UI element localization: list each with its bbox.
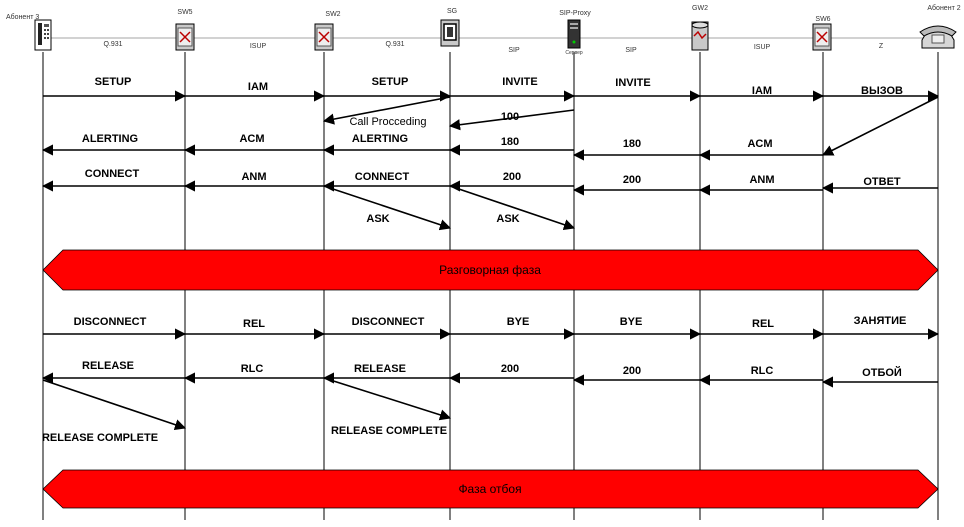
- message-label: RELEASE: [354, 363, 406, 375]
- message-label: REL: [752, 318, 774, 330]
- message-label: DISCONNECT: [74, 316, 147, 328]
- message-arrow: [322, 96, 451, 125]
- message-label: ALERTING: [352, 133, 408, 145]
- link-label: ISUP: [250, 43, 267, 50]
- message-label: 180: [623, 138, 641, 150]
- message-label: ACM: [239, 133, 264, 145]
- node-label-sip: SIP-Proxy: [559, 10, 591, 17]
- message-arrow: [449, 185, 576, 231]
- link-label: ISUP: [754, 44, 771, 51]
- message-label: ANM: [749, 174, 774, 186]
- message-label: 200: [501, 363, 519, 375]
- message-label: IAM: [752, 85, 772, 97]
- node-label-ab3: Абонент 3: [6, 13, 39, 21]
- message-label: REL: [243, 318, 265, 330]
- message-label: 200: [503, 171, 521, 183]
- phase-label-release: Фаза отбоя: [458, 482, 521, 496]
- message-label: Call Procceding: [349, 116, 426, 128]
- phase-label-talk: Разговорная фаза: [439, 263, 541, 277]
- message-label: ВЫЗОВ: [861, 85, 903, 97]
- switch-icon: [812, 23, 832, 51]
- message-arrow: [42, 379, 187, 431]
- message-label: ANM: [241, 171, 266, 183]
- message-arrow: [821, 96, 939, 156]
- message-label: RELEASE COMPLETE: [42, 432, 158, 444]
- message-label: SETUP: [95, 76, 132, 88]
- message-label: ОТВЕТ: [863, 176, 901, 188]
- message-label: INVITE: [615, 77, 650, 89]
- message-label: ACM: [747, 138, 772, 150]
- desk-phone-icon: [919, 25, 957, 49]
- message-label: 180: [501, 136, 519, 148]
- message-label: ОТБОЙ: [862, 366, 902, 379]
- message-label: ЗАНЯТИЕ: [854, 315, 907, 327]
- message-arrow: [448, 109, 575, 131]
- message-label: 200: [623, 174, 641, 186]
- message-label: ALERTING: [82, 133, 138, 145]
- message-label: BYE: [507, 316, 530, 328]
- node-label-sw2: SW2: [325, 11, 340, 18]
- message-label: RELEASE COMPLETE: [331, 425, 447, 437]
- message-label: RLC: [751, 365, 774, 377]
- node-label-gw2: GW2: [692, 5, 708, 12]
- phone-icon: [34, 19, 52, 51]
- message-label: CONNECT: [85, 168, 140, 180]
- node-sublabel-sip: Сервер: [565, 50, 583, 56]
- node-label-sg: SG: [447, 8, 457, 15]
- message-label: INVITE: [502, 76, 537, 88]
- server-icon: [567, 19, 581, 49]
- message-arrow: [323, 185, 452, 231]
- link-label: SIP: [508, 47, 520, 54]
- messages: SETUP IAM SETUP INVITE INVITE IAM ВЫЗОВ Call Pr…: [41, 76, 940, 444]
- node-label-ab2: Абонент 2: [927, 4, 960, 12]
- message-label: RLC: [241, 363, 264, 375]
- message-label: ASK: [366, 213, 389, 225]
- media-gateway-icon: [691, 21, 709, 51]
- message-label: 200: [623, 365, 641, 377]
- message-label: BYE: [620, 316, 643, 328]
- switch-icon: [314, 23, 334, 51]
- link-label: Q.931: [103, 41, 122, 48]
- message-label: 100: [501, 111, 519, 123]
- link-label: SIP: [625, 47, 637, 54]
- phase-bar-release: Фаза отбоя: [42, 469, 939, 509]
- switch-icon: [175, 23, 195, 51]
- message-label: RELEASE: [82, 360, 134, 372]
- message-label: IAM: [248, 81, 268, 93]
- message-label: SETUP: [372, 76, 409, 88]
- message-label: ASK: [496, 213, 519, 225]
- link-label: Q.931: [385, 41, 404, 48]
- node-label-sw6: SW6: [815, 16, 830, 23]
- phase-bar-talk: Разговорная фаза: [42, 249, 939, 291]
- message-label: CONNECT: [355, 171, 410, 183]
- node-label-sw5: SW5: [177, 9, 192, 16]
- message-arrow: [323, 377, 452, 421]
- message-label: DISCONNECT: [352, 316, 425, 328]
- link-label: Z: [879, 43, 884, 50]
- gateway-icon: [440, 19, 460, 47]
